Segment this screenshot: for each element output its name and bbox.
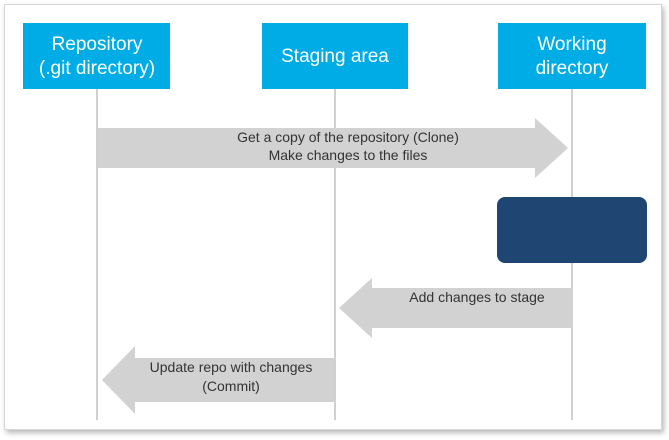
arrow-clone-label-line-1: Get a copy of the repository (Clone) xyxy=(237,129,459,145)
arrow-commit-label-line-1: Update repo with changes xyxy=(150,359,313,375)
lane-title-working-line-1: Working xyxy=(537,34,606,55)
lane-title-staging: Staging area xyxy=(281,46,389,67)
lane-header-working xyxy=(498,23,646,89)
arrow-stage-label: Add changes to stage xyxy=(409,289,545,305)
arrow-clone-label-line-2: Make changes to the files xyxy=(269,147,428,163)
arrow-clone xyxy=(97,118,568,178)
lane-header-repository xyxy=(23,23,170,89)
lane-title-repository-line-1: Repository xyxy=(52,34,143,55)
lane-header-staging xyxy=(262,23,408,89)
lane-title-working-line-2: directory xyxy=(536,58,609,79)
lane-title-repository-line-2: (.git directory) xyxy=(39,58,155,79)
arrow-stage xyxy=(339,278,572,338)
arrow-commit xyxy=(102,346,335,414)
arrow-commit-label-line-2: (Commit) xyxy=(202,378,260,394)
working-directory-activity-block xyxy=(497,197,647,263)
